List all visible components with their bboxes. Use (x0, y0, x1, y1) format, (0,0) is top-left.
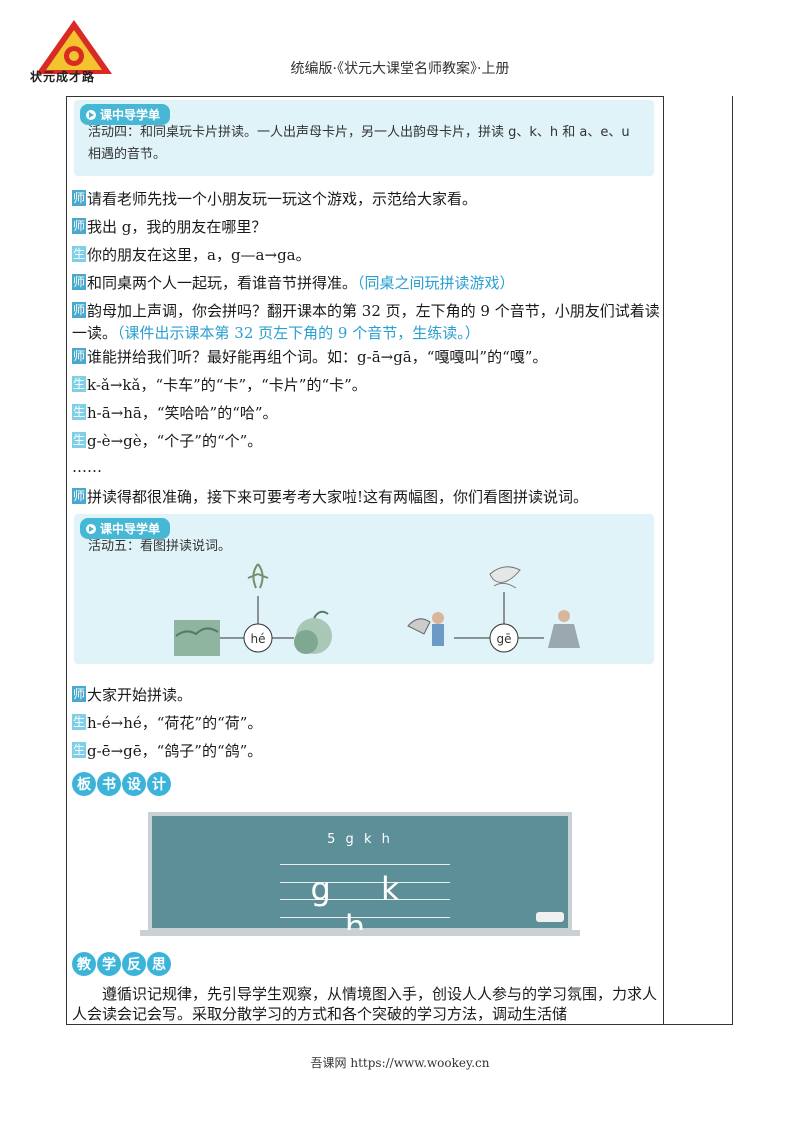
teacher-badge: 师 (72, 190, 87, 206)
student-badge: 生 (72, 714, 87, 730)
dialog-text: 谁能拼给我们听？最好能再组个词。如：g-ā→gā，“嘎嘎叫”的“嘎”。 (87, 348, 548, 366)
dialog-line: 生你的朋友在这里，a，g—a→ga。 (72, 244, 311, 266)
title-char: 计 (147, 772, 171, 796)
title-char: 书 (97, 772, 121, 796)
title-char: 板 (72, 772, 96, 796)
play-icon (86, 523, 96, 534)
guide-tag-label: 课中导学单 (100, 108, 161, 122)
title-char: 学 (97, 952, 121, 976)
guide-tag-label: 课中导学单 (100, 522, 161, 536)
teacher-badge: 师 (72, 302, 87, 318)
teacher-badge: 师 (72, 488, 87, 504)
dialog-text: 请看老师先找一个小朋友玩一玩这个游戏，示范给大家看。 (87, 190, 478, 208)
dialog-text: 韵母加上声调，你会拼吗？翻开课本的第 32 页，左下角的 9 个音节，小朋友们试… (72, 302, 660, 342)
header-title: 统编版·《状元大课堂名师教案》·上册 (290, 61, 510, 77)
dialog-line: 师拼读得都很准确，接下来可要考考大家啦!这有两幅图，你们看图拼读说词。 (72, 486, 588, 508)
student-badge: 生 (72, 432, 87, 448)
dialog-text: g-ē→gē，“鸽子”的“鸽”。 (87, 742, 263, 760)
picture-dove: gē (407, 566, 580, 653)
brand-logo (36, 20, 112, 74)
side-column (662, 96, 733, 1025)
dialog-text: 拼读得都很准确，接下来可要考考大家啦!这有两幅图，你们看图拼读说词。 (87, 488, 589, 506)
play-icon (86, 109, 96, 120)
dialog-line: 师韵母加上声调，你会拼吗？翻开课本的第 32 页，左下角的 9 个音节，小朋友们… (72, 300, 660, 344)
dialog-line: 师和同桌两个人一起玩，看谁音节拼得准。（同桌之间玩拼读游戏） (72, 272, 515, 294)
student-badge: 生 (72, 376, 87, 392)
header-rule (66, 96, 664, 97)
dialog-text: 和同桌两个人一起玩，看谁音节拼得准。 (87, 274, 358, 292)
dialog-text: k-ǎ→kǎ，“卡车”的“卡”，“卡片”的“卡”。 (87, 376, 367, 394)
logo-text: 状元成才路 (30, 70, 96, 84)
content-frame (66, 96, 664, 1025)
guide-box-activity-5: 课中导学单 活动五：看图拼读说词。 hé gē (74, 514, 654, 664)
guide-tag: 课中导学单 (80, 104, 171, 125)
teacher-badge: 师 (72, 348, 87, 364)
dialog-line: 师大家开始拼读。 (72, 684, 192, 706)
student-badge: 生 (72, 246, 87, 262)
guide-text: 活动五：看图拼读说词。 (88, 539, 232, 554)
title-char: 反 (122, 952, 146, 976)
dialog-text: 你的朋友在这里，a，g—a→ga。 (87, 246, 311, 264)
teacher-badge: 师 (72, 274, 87, 290)
dialog-line: 师我出 g，我的朋友在哪里？ (72, 216, 266, 238)
title-char: 教 (72, 952, 96, 976)
title-char: 设 (122, 772, 146, 796)
syllable-label: hé (251, 632, 266, 646)
writing-lines (280, 864, 450, 918)
dialog-text: 大家开始拼读。 (87, 686, 193, 704)
picture-lotus: hé (174, 563, 332, 656)
board-heading: 5 g k h (327, 832, 393, 847)
board-letters: g k h (310, 870, 420, 946)
dialog-text: h-ā→hā，“笑哈哈”的“哈”。 (87, 404, 278, 422)
board-tray (140, 930, 580, 936)
footer-text: 吾课网 https://www.wookey.cn (310, 1056, 490, 1070)
student-badge: 生 (72, 404, 87, 420)
eraser-icon (536, 912, 564, 922)
title-char: 思 (147, 952, 171, 976)
syllable-label: gē (497, 632, 512, 646)
section-title-reflection: 教 学 反 思 (72, 952, 171, 976)
dialog-line: 师请看老师先找一个小朋友玩一玩这个游戏，示范给大家看。 (72, 188, 477, 210)
stage-note: （同桌之间玩拼读游戏） (357, 274, 515, 292)
ellipsis: …… (72, 458, 102, 476)
guide-text: 活动四：和同桌玩卡片拼读。一人出声母卡片，另一人出韵母卡片，拼读 g、k、h 和… (88, 125, 630, 162)
stage-note: （课件出示课本第 32 页左下角的 9 个音节，生练读。） (117, 324, 480, 342)
guide-tag: 课中导学单 (80, 518, 171, 539)
blackboard: 5 g k h g k h (148, 812, 572, 946)
dialog-text: g-è→gè，“个子”的“个”。 (87, 432, 263, 450)
reflection-text: 遵循识记规律，先引导学生观察，从情境图入手，创设人人参与的学习氛围，力求人人会读… (72, 985, 658, 1023)
student-badge: 生 (72, 742, 87, 758)
dialog-line: 师谁能拼给我们听？最好能再组个词。如：g-ā→gā，“嘎嘎叫”的“嘎”。 (72, 346, 547, 368)
section-title-board-design: 板 书 设 计 (72, 772, 171, 796)
guide-box-activity-4: 课中导学单 活动四：和同桌玩卡片拼读。一人出声母卡片，另一人出韵母卡片，拼读 g… (74, 100, 654, 176)
dialog-text: 我出 g，我的朋友在哪里？ (87, 218, 267, 236)
dialog-text: h-é→hé，“荷花”的“荷”。 (87, 714, 263, 732)
teacher-badge: 师 (72, 218, 87, 234)
teacher-badge: 师 (72, 686, 87, 702)
